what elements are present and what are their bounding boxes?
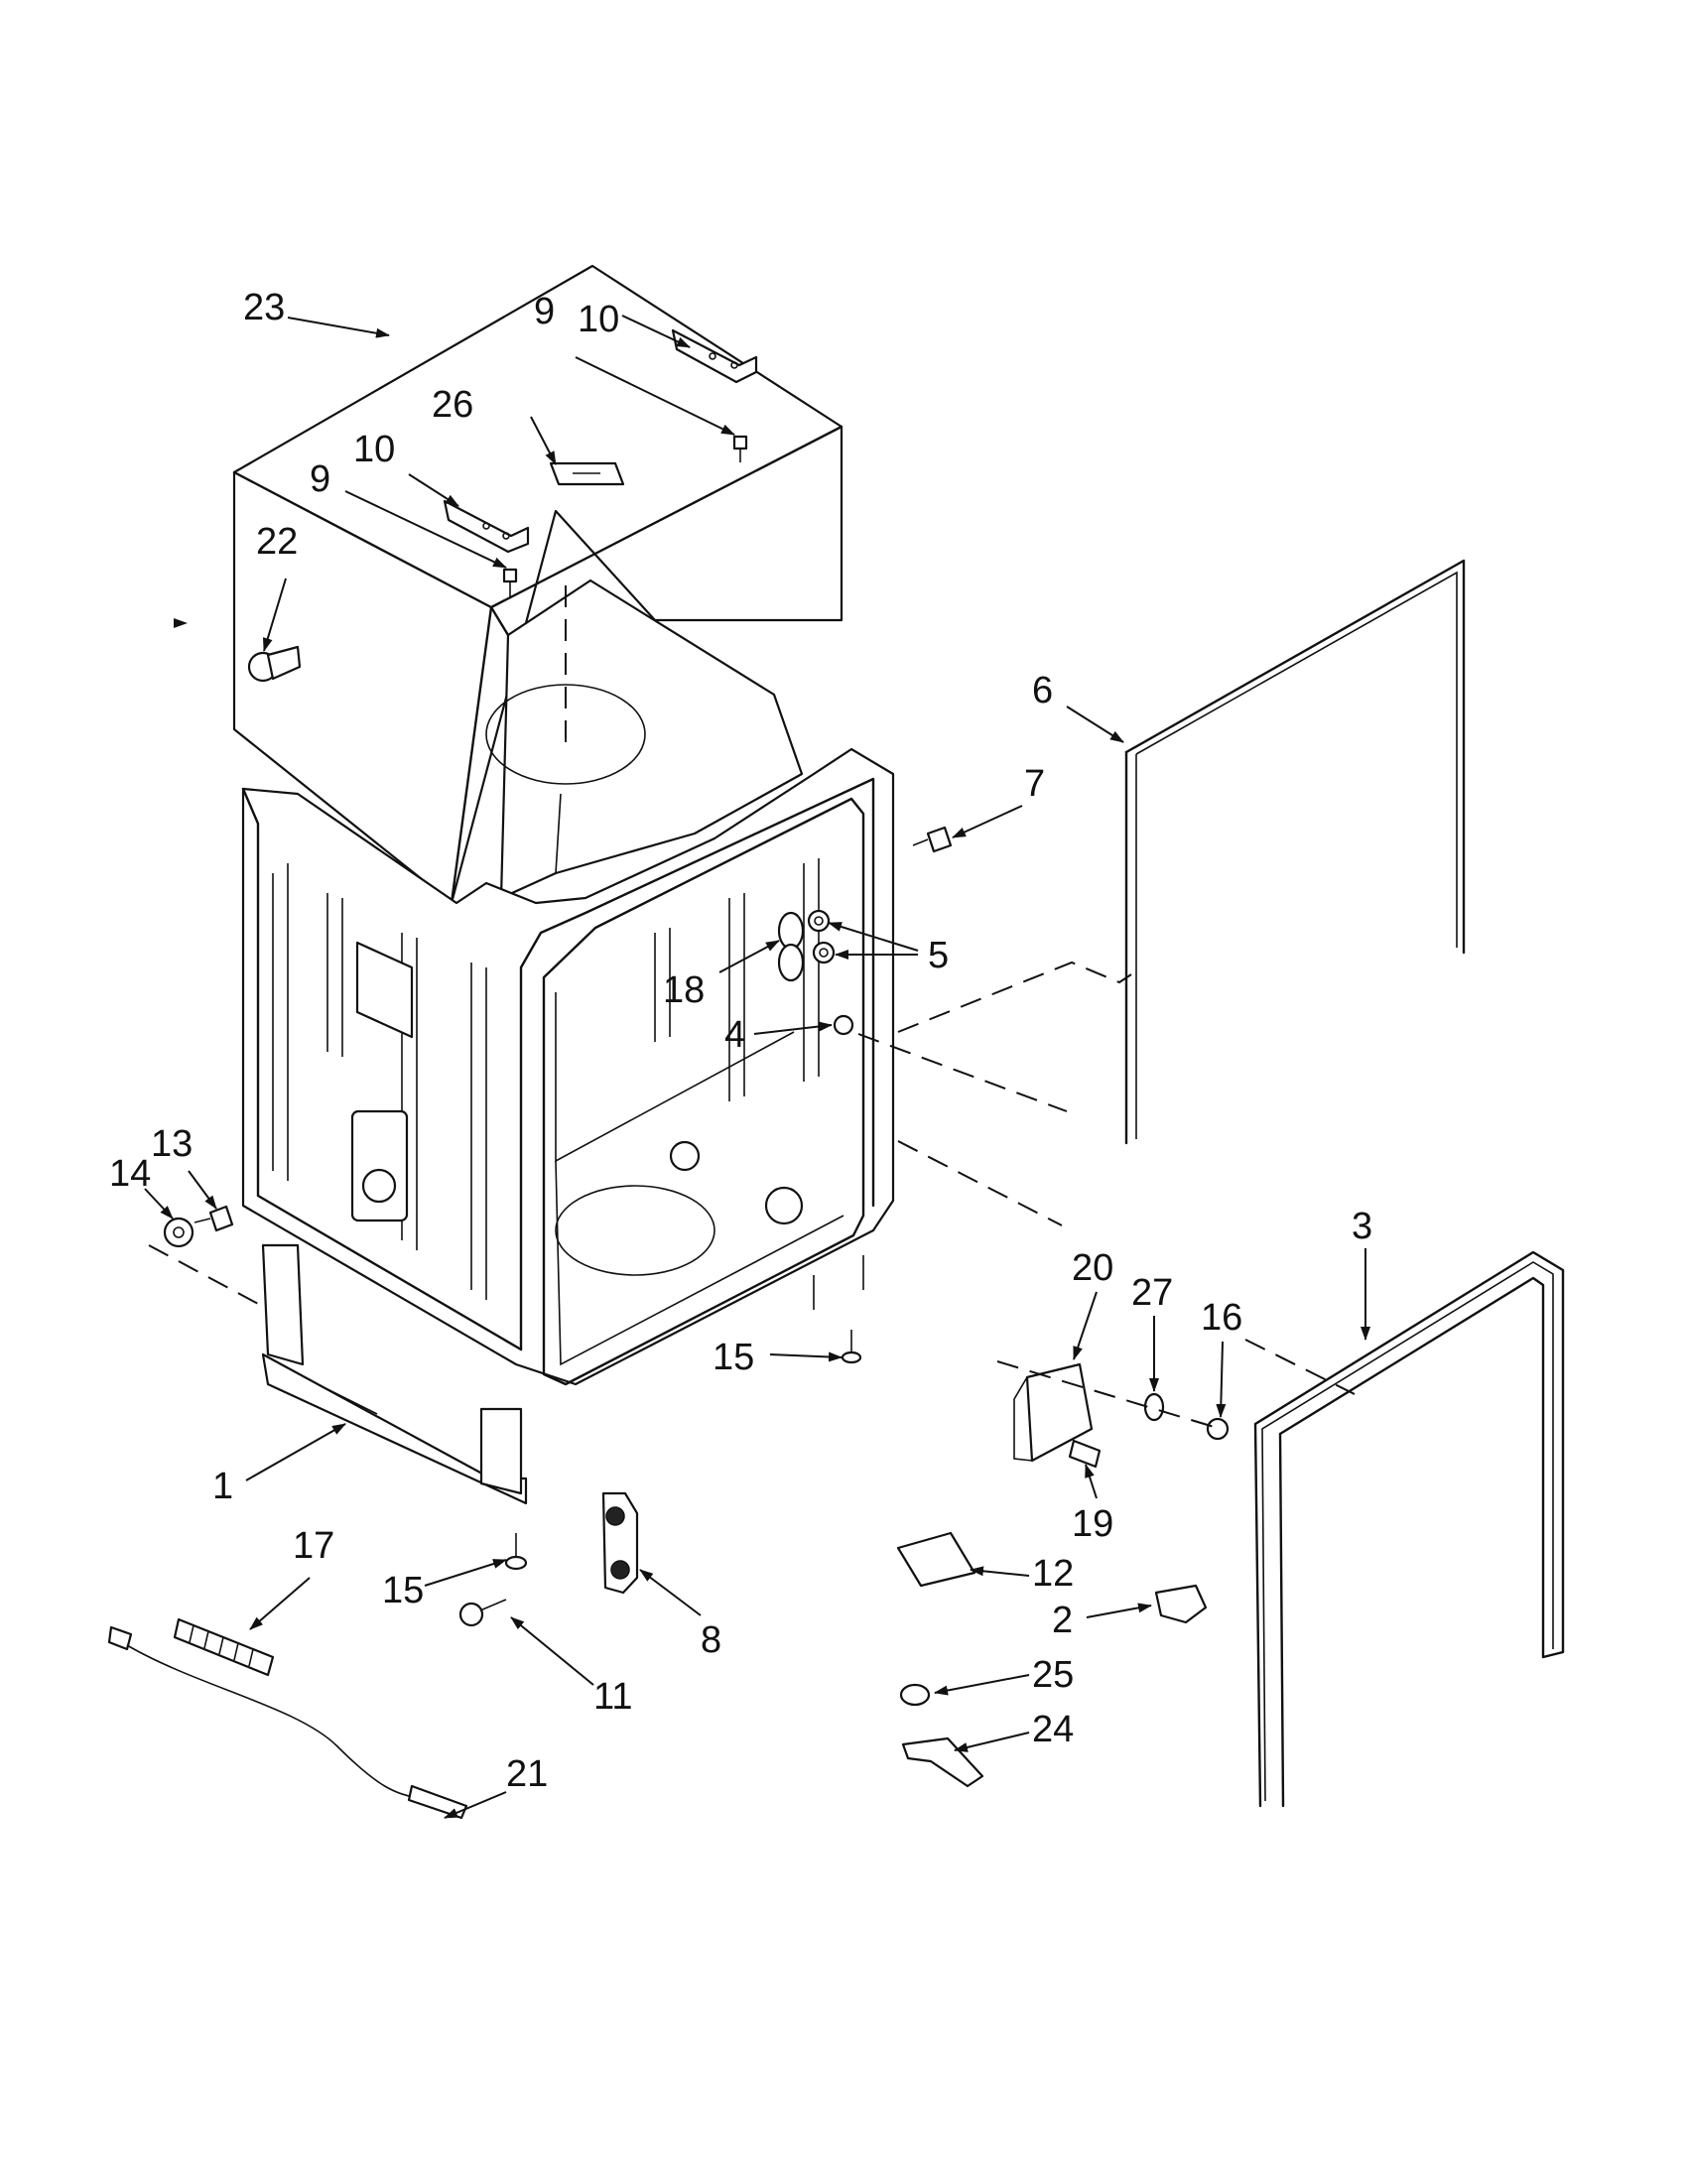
bracket-part-20 <box>1013 1362 1094 1463</box>
callout-27: 27 <box>1131 1272 1173 1314</box>
callout-9-lower: 9 <box>310 458 330 500</box>
callout-19: 19 <box>1072 1503 1113 1545</box>
clip-part <box>549 461 625 486</box>
callout-2: 2 <box>1052 1600 1073 1641</box>
nut-14 <box>163 1217 195 1248</box>
spring-part-17 <box>173 1617 275 1677</box>
guide-line-6 <box>897 961 1132 1033</box>
part-25 <box>899 1683 931 1707</box>
callout-18: 18 <box>663 969 705 1011</box>
callout-3: 3 <box>1352 1206 1372 1247</box>
callout-15-lower: 15 <box>382 1570 424 1611</box>
screw-lower <box>502 568 518 597</box>
callout-labels: 23 10 9 26 10 9 22 6 7 5 18 4 13 14 15 1… <box>109 287 1372 1795</box>
callout-13: 13 <box>151 1123 193 1165</box>
callout-9-upper: 9 <box>534 291 555 332</box>
callout-8: 8 <box>701 1619 721 1661</box>
door-seal-gasket <box>1253 1250 1565 1808</box>
door-gasket-strip <box>1124 559 1466 1145</box>
callout-24: 24 <box>1032 1709 1074 1750</box>
callout-26: 26 <box>432 384 473 426</box>
guide-line-19 <box>996 1360 1222 1430</box>
callout-1: 1 <box>212 1466 233 1507</box>
screw-7 <box>912 826 953 853</box>
callout-10-upper: 10 <box>578 299 619 340</box>
guide-line-3 <box>1244 1339 1356 1395</box>
leveling-leg-upper <box>841 1330 862 1364</box>
callout-14: 14 <box>109 1153 151 1195</box>
washer-part-27 <box>1143 1392 1165 1422</box>
callout-23: 23 <box>243 287 285 328</box>
callout-6: 6 <box>1032 670 1053 711</box>
screw-13 <box>194 1205 234 1232</box>
callout-7: 7 <box>1024 763 1045 805</box>
cable-part-21 <box>107 1625 468 1820</box>
dishwasher-tub <box>241 578 895 1505</box>
callout-12: 12 <box>1032 1553 1074 1595</box>
pad-part-12 <box>896 1531 976 1588</box>
callout-10-lower: 10 <box>353 429 395 470</box>
callout-11: 11 <box>593 1676 632 1718</box>
clip-part-2 <box>1154 1584 1208 1624</box>
guide-line-20 <box>897 1140 1063 1226</box>
screw-upper <box>732 435 748 462</box>
callout-20: 20 <box>1072 1247 1113 1289</box>
outer-wrap-part <box>232 264 844 905</box>
bumper-part-4 <box>833 1014 854 1036</box>
callout-25: 25 <box>1032 1654 1074 1696</box>
screw-11 <box>458 1599 507 1627</box>
guide-line-14 <box>148 1244 261 1306</box>
callout-17: 17 <box>293 1525 334 1567</box>
mounting-bracket-upper <box>671 328 758 384</box>
callout-22: 22 <box>256 521 298 563</box>
callout-5: 5 <box>928 935 949 976</box>
grommet-parts <box>777 909 836 982</box>
callout-21: 21 <box>506 1753 548 1795</box>
plug-part <box>247 645 302 683</box>
screw-19 <box>1068 1439 1102 1469</box>
guide-line-4 <box>857 1033 1068 1112</box>
leveling-leg-lower <box>504 1533 528 1571</box>
leader-arrows <box>144 315 1370 1819</box>
callout-16: 16 <box>1201 1297 1242 1339</box>
bracket-part-8 <box>601 1491 639 1595</box>
callout-4: 4 <box>724 1014 745 1056</box>
mounting-bracket-lower <box>443 499 530 554</box>
callout-15-upper: 15 <box>713 1337 754 1378</box>
part-24 <box>901 1736 984 1788</box>
